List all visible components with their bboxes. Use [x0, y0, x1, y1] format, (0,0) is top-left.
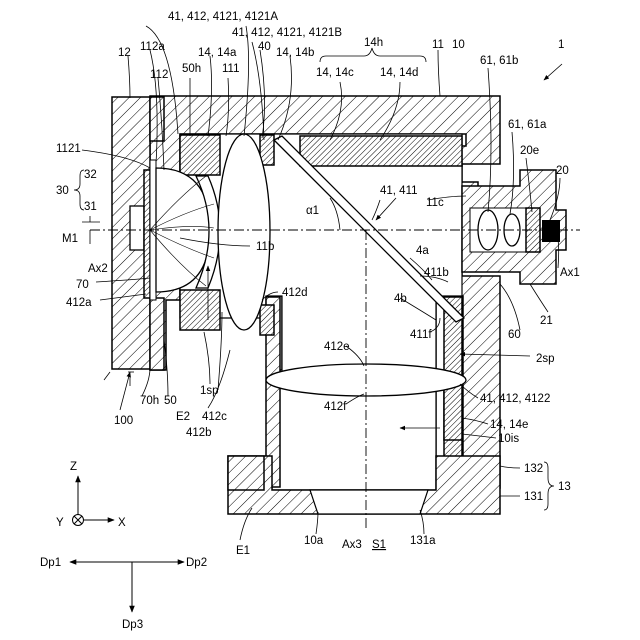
label-11c: 11c	[426, 197, 444, 209]
label-70h: 70h	[140, 395, 159, 407]
label-411f: 411f	[410, 329, 432, 341]
label-1sp: 1sp	[200, 385, 219, 397]
label-412e: 412e	[324, 341, 350, 353]
label-412c: 412c	[202, 411, 227, 423]
label-132: 132	[524, 463, 543, 475]
dir-dp2: Dp2	[186, 557, 207, 569]
coordinate-system: Z Y X	[56, 461, 126, 529]
label-32: 32	[84, 169, 97, 181]
holder-14a-bottom	[180, 290, 220, 330]
label-14-14d: 14, 14d	[380, 67, 418, 79]
coord-y: Y	[56, 517, 64, 529]
label-14-14a: 14, 14a	[198, 47, 237, 59]
label-10: 10	[452, 39, 465, 51]
label-14-14c: 14, 14c	[316, 67, 354, 79]
label-ref-1: 1	[558, 39, 564, 51]
element-20	[542, 220, 560, 242]
label-11: 11	[432, 39, 444, 51]
label-70: 70	[76, 279, 89, 291]
label-41-411: 41, 411	[380, 185, 418, 197]
label-412d: 412d	[282, 287, 308, 299]
label-Ax3: Ax3	[342, 539, 362, 551]
label-50h: 50h	[182, 63, 201, 75]
label-2sp: 2sp	[536, 353, 555, 365]
label-4a: 4a	[416, 245, 429, 257]
label-131: 131	[524, 491, 543, 503]
arrow-ref-1	[544, 64, 562, 80]
label-41-4122: 41, 412, 4122	[480, 393, 550, 405]
label-11b: 11b	[256, 241, 274, 253]
label-61-61a: 61, 61a	[508, 119, 547, 131]
base-132	[228, 456, 264, 490]
label-111: 111	[222, 63, 239, 75]
bracket-30	[74, 170, 84, 210]
label-60: 60	[508, 329, 521, 341]
label-14-14b: 14, 14b	[276, 47, 314, 59]
label-S1: S1	[372, 539, 386, 551]
label-20: 20	[556, 165, 569, 177]
label-12: 12	[118, 47, 131, 59]
label-40: 40	[258, 41, 271, 53]
holder-14b-bottom	[260, 305, 274, 335]
dir-dp1: Dp1	[40, 557, 61, 569]
label-31: 31	[84, 201, 97, 213]
label-112: 112	[150, 69, 168, 81]
label-30: 30	[56, 185, 69, 197]
label-M1: M1	[62, 233, 78, 245]
label-100: 100	[114, 415, 133, 427]
label-E1: E1	[236, 545, 250, 557]
label-412b: 412b	[186, 427, 212, 439]
label-412a: 412a	[66, 297, 92, 309]
label-41-4121B: 41, 412, 4121, 4121B	[232, 27, 342, 39]
opening-131a	[310, 490, 428, 514]
label-Ax1: Ax1	[560, 267, 580, 279]
label-41-4121A: 41, 412, 4121, 4121A	[168, 11, 278, 23]
sensor-board-31	[130, 206, 144, 250]
direction-legend: Dp1 Dp2 Dp3	[40, 557, 207, 631]
label-14h: 14h	[364, 37, 383, 49]
coord-z: Z	[70, 461, 77, 473]
label-1121: 1121	[56, 143, 81, 155]
label-Ax2: Ax2	[88, 263, 108, 275]
label-112a-top: 112a	[140, 41, 165, 53]
dir-dp3: Dp3	[122, 619, 143, 631]
label-alpha1: α1	[306, 205, 319, 217]
label-412f: 412f	[324, 401, 347, 413]
label-131a: 131a	[410, 535, 436, 547]
label-13: 13	[558, 481, 571, 493]
label-10is: 10is	[498, 433, 519, 445]
label-411b: 411b	[424, 267, 449, 279]
label-50: 50	[164, 395, 177, 407]
bracket-13	[544, 462, 554, 510]
label-10a: 10a	[304, 535, 324, 547]
label-E2: E2	[176, 411, 190, 423]
label-20e: 20e	[520, 145, 539, 157]
holder-14d	[300, 136, 462, 166]
holder-14a-top	[180, 135, 220, 175]
bracket-14h	[320, 48, 426, 62]
label-61-61b: 61, 61b	[480, 55, 518, 67]
left-wall-step-lower	[150, 298, 164, 370]
lens-4121B	[218, 134, 270, 330]
label-4b: 4b	[394, 293, 407, 305]
label-14-14e: 14, 14e	[490, 419, 528, 431]
coord-x: X	[118, 517, 126, 529]
label-21: 21	[540, 315, 553, 327]
arrow-ref-100	[120, 372, 130, 410]
